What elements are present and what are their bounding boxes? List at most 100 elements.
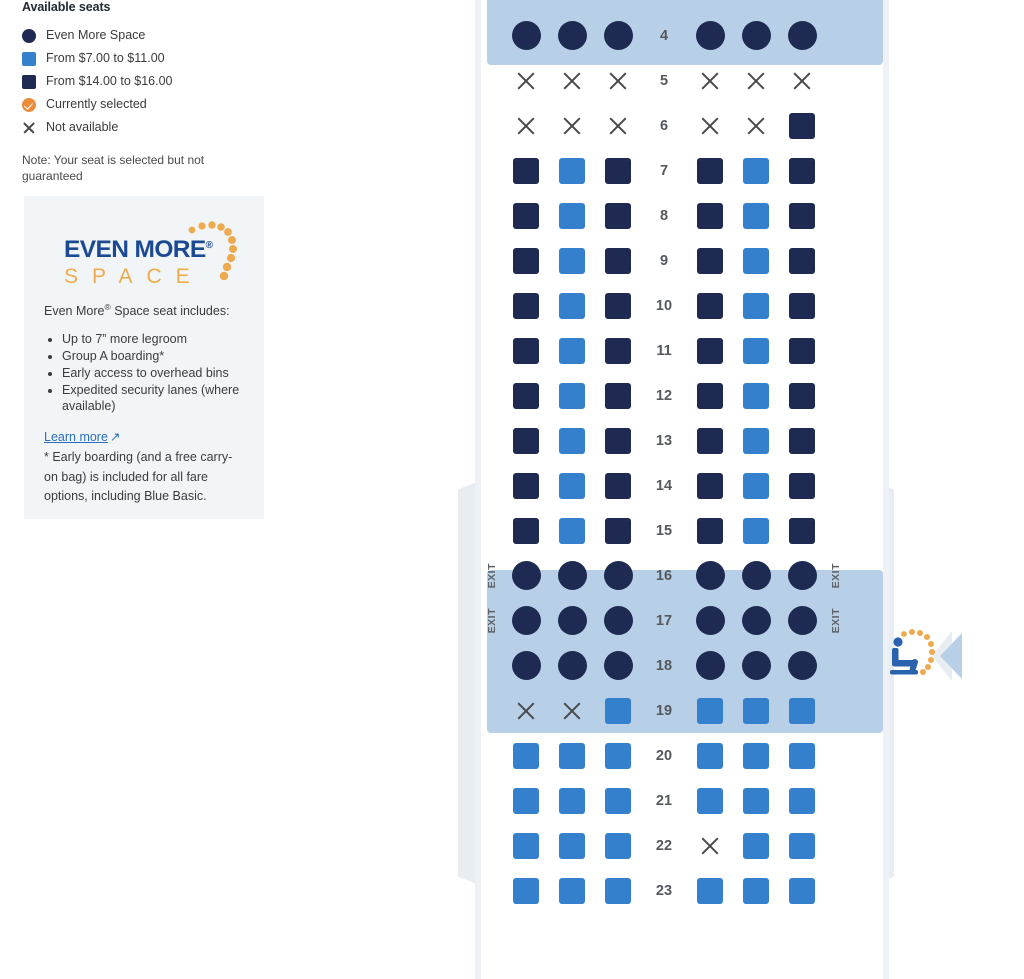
seat-cell-7F[interactable] [779, 148, 825, 193]
seat-cell-16A[interactable] [503, 553, 549, 598]
seat-premium[interactable] [513, 337, 539, 364]
seat-standard[interactable] [513, 832, 539, 859]
seat-cell-14D[interactable] [687, 463, 733, 508]
seat-standard[interactable] [743, 742, 769, 769]
seat-cell-16C[interactable] [595, 553, 641, 598]
seat-cell-10D[interactable] [687, 283, 733, 328]
seat-cell-22B[interactable] [549, 823, 595, 868]
seat-standard[interactable] [743, 787, 769, 814]
seat-cell-21F[interactable] [779, 778, 825, 823]
seat-even-more-space[interactable] [511, 651, 541, 680]
seat-cell-9F[interactable] [779, 238, 825, 283]
seat-standard[interactable] [743, 202, 769, 229]
seat-standard[interactable] [743, 247, 769, 274]
seat-cell-11A[interactable] [503, 328, 549, 373]
seat-cell-19D[interactable] [687, 688, 733, 733]
seat-standard[interactable] [743, 337, 769, 364]
seat-premium[interactable] [789, 202, 815, 229]
seat-cell-16F[interactable] [779, 553, 825, 598]
seat-premium[interactable] [605, 517, 631, 544]
seat-premium[interactable] [697, 247, 723, 274]
seat-cell-4E[interactable] [733, 13, 779, 58]
seat-cell-11C[interactable] [595, 328, 641, 373]
seat-cell-7C[interactable] [595, 148, 641, 193]
seat-standard[interactable] [743, 292, 769, 319]
seat-cell-14F[interactable] [779, 463, 825, 508]
seat-cell-4A[interactable] [503, 13, 549, 58]
seat-standard[interactable] [743, 157, 769, 184]
seat-premium[interactable] [605, 382, 631, 409]
seat-standard[interactable] [743, 517, 769, 544]
seat-premium[interactable] [605, 292, 631, 319]
seat-cell-19C[interactable] [595, 688, 641, 733]
seat-standard[interactable] [559, 202, 585, 229]
seat-cell-16E[interactable] [733, 553, 779, 598]
seat-cell-11F[interactable] [779, 328, 825, 373]
seat-even-more-space[interactable] [511, 606, 541, 635]
seat-cell-20C[interactable] [595, 733, 641, 778]
seat-cell-8E[interactable] [733, 193, 779, 238]
seat-cell-14B[interactable] [549, 463, 595, 508]
seat-even-more-space[interactable] [741, 561, 771, 590]
seat-standard[interactable] [559, 742, 585, 769]
seat-cell-20D[interactable] [687, 733, 733, 778]
seat-cell-4C[interactable] [595, 13, 641, 58]
seat-cell-10A[interactable] [503, 283, 549, 328]
seat-standard[interactable] [743, 877, 769, 904]
seat-cell-16D[interactable] [687, 553, 733, 598]
seat-premium[interactable] [605, 427, 631, 454]
seat-premium[interactable] [513, 202, 539, 229]
seat-cell-15F[interactable] [779, 508, 825, 553]
seat-standard[interactable] [789, 877, 815, 904]
seat-premium[interactable] [513, 247, 539, 274]
seat-premium[interactable] [789, 427, 815, 454]
seat-even-more-space[interactable] [695, 606, 725, 635]
seat-standard[interactable] [789, 742, 815, 769]
seat-premium[interactable] [605, 472, 631, 499]
seat-cell-20E[interactable] [733, 733, 779, 778]
seat-premium[interactable] [697, 517, 723, 544]
seat-cell-20B[interactable] [549, 733, 595, 778]
seat-cell-4B[interactable] [549, 13, 595, 58]
seat-cell-22C[interactable] [595, 823, 641, 868]
seat-cell-6F[interactable] [779, 103, 825, 148]
seat-even-more-space[interactable] [787, 561, 817, 590]
seat-standard[interactable] [559, 472, 585, 499]
seat-cell-23D[interactable] [687, 868, 733, 913]
seat-cell-7D[interactable] [687, 148, 733, 193]
seat-cell-19E[interactable] [733, 688, 779, 733]
seat-premium[interactable] [789, 247, 815, 274]
seat-even-more-space[interactable] [695, 561, 725, 590]
seat-premium[interactable] [697, 157, 723, 184]
seat-standard[interactable] [743, 832, 769, 859]
seat-even-more-space[interactable] [603, 651, 633, 680]
seat-standard[interactable] [743, 697, 769, 724]
seat-standard[interactable] [513, 742, 539, 769]
seat-cell-12C[interactable] [595, 373, 641, 418]
seat-cell-21C[interactable] [595, 778, 641, 823]
seat-cell-16B[interactable] [549, 553, 595, 598]
seat-standard[interactable] [743, 382, 769, 409]
seat-standard[interactable] [789, 697, 815, 724]
seat-standard[interactable] [697, 742, 723, 769]
seat-standard[interactable] [513, 787, 539, 814]
seat-even-more-space[interactable] [741, 606, 771, 635]
seat-cell-15C[interactable] [595, 508, 641, 553]
seat-cell-13E[interactable] [733, 418, 779, 463]
seat-even-more-space[interactable] [695, 21, 725, 50]
seat-cell-23B[interactable] [549, 868, 595, 913]
seat-cell-9C[interactable] [595, 238, 641, 283]
seat-even-more-space[interactable] [603, 561, 633, 590]
seat-even-more-space[interactable] [603, 21, 633, 50]
seat-cell-14E[interactable] [733, 463, 779, 508]
seat-premium[interactable] [789, 472, 815, 499]
seat-cell-13C[interactable] [595, 418, 641, 463]
seat-cell-8A[interactable] [503, 193, 549, 238]
seat-cell-22A[interactable] [503, 823, 549, 868]
seat-cell-11E[interactable] [733, 328, 779, 373]
seat-standard[interactable] [605, 877, 631, 904]
seat-premium[interactable] [605, 337, 631, 364]
seat-cell-10F[interactable] [779, 283, 825, 328]
seat-cell-8B[interactable] [549, 193, 595, 238]
seat-premium[interactable] [789, 157, 815, 184]
